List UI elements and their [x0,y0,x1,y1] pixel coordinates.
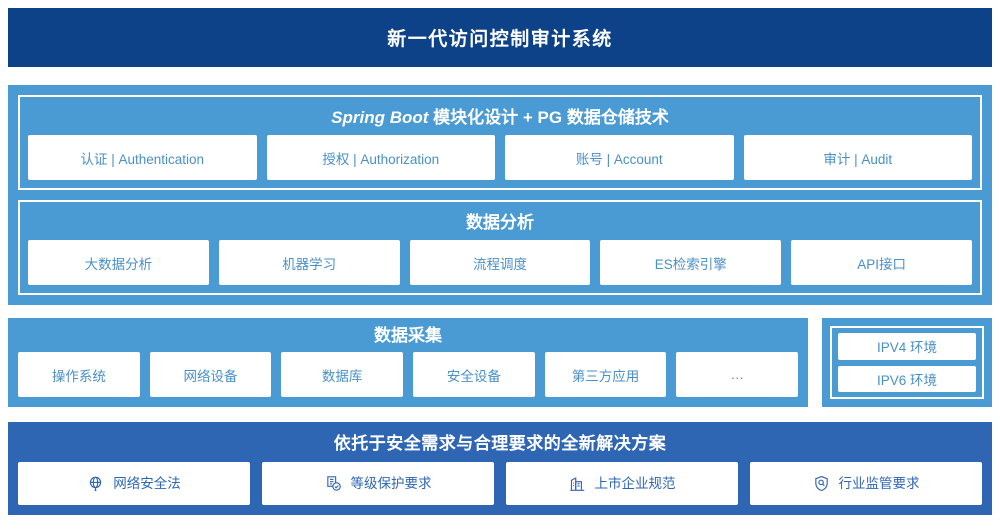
module-card-third-party-app[interactable]: 第三方应用 [544,352,667,397]
platform-panel: Spring Boot 模块化设计 + PG 数据仓储技术 认证 | Authe… [8,85,992,305]
compliance-label: 行业监管要求 [838,475,920,491]
globe-icon [87,475,104,492]
compliance-card-row: 网络安全法 等级保护要求 [18,462,982,505]
collection-section-title: 数据采集 [374,326,442,345]
platform-section-title: Spring Boot 模块化设计 + PG 数据仓储技术 [28,103,972,135]
module-card-process-scheduling[interactable]: 流程调度 [409,240,591,285]
shield-search-icon [813,475,830,492]
module-card-network-device[interactable]: 网络设备 [149,352,272,397]
compliance-panel: 依托于安全需求与合理要求的全新解决方案 网络安全法 [8,422,992,515]
platform-title-latin: Spring Boot [331,108,429,127]
module-card-authentication[interactable]: 认证 | Authentication [28,135,257,180]
module-card-api-interface[interactable]: API接口 [791,240,972,285]
module-card-audit[interactable]: 审计 | Audit [743,135,972,180]
compliance-card-cybersecurity-law[interactable]: 网络安全法 [18,462,250,505]
compliance-section-title: 依托于安全需求与合理要求的全新解决方案 [333,434,667,453]
platform-section: Spring Boot 模块化设计 + PG 数据仓储技术 认证 | Authe… [18,95,982,190]
module-card-bigdata-analysis[interactable]: 大数据分析 [28,240,209,285]
module-card-database[interactable]: 数据库 [281,352,404,397]
platform-module-row: 认证 | Authentication 授权 | Authorization 账… [28,135,972,180]
module-card-security-device[interactable]: 安全设备 [413,352,535,397]
collection-module-row: 操作系统 网络设备 数据库 安全设备 第三方应用 … [18,352,799,397]
platform-title-rest: 模块化设计 + PG 数据仓储技术 [428,108,669,127]
module-card-more[interactable]: … [676,352,799,397]
module-card-operating-system[interactable]: 操作系统 [18,352,140,397]
compliance-label: 网络安全法 [113,475,181,491]
analysis-section-title: 数据分析 [466,213,534,232]
network-environment-panel: IPV4 环境 IPV6 环境 [822,318,992,407]
collection-panel: 数据采集 操作系统 网络设备 数据库 安全设备 第三方应用 … [8,318,808,407]
analysis-section: 数据分析 大数据分析 机器学习 流程调度 ES检索引擎 API接口 [18,200,982,295]
page-title: 新一代访问控制审计系统 [387,29,613,50]
analysis-module-row: 大数据分析 机器学习 流程调度 ES检索引擎 API接口 [28,240,972,285]
compliance-card-industry-regulation[interactable]: 行业监管要求 [750,462,982,505]
compliance-card-classified-protection[interactable]: 等级保护要求 [262,462,494,505]
compliance-label: 等级保护要求 [350,475,432,491]
network-card-ipv6[interactable]: IPV6 环境 [838,365,976,392]
page-header: 新一代访问控制审计系统 [8,8,992,67]
document-check-icon [325,475,342,492]
building-icon [569,475,586,492]
network-card-ipv4[interactable]: IPV4 环境 [838,333,976,360]
network-environment-inner: IPV4 环境 IPV6 环境 [830,326,984,399]
module-card-account[interactable]: 账号 | Account [505,135,734,180]
module-card-es-search-engine[interactable]: ES检索引擎 [600,240,782,285]
module-card-authorization[interactable]: 授权 | Authorization [266,135,495,180]
module-card-machine-learning[interactable]: 机器学习 [218,240,400,285]
compliance-label: 上市企业规范 [594,475,676,491]
compliance-card-listed-enterprise[interactable]: 上市企业规范 [506,462,738,505]
